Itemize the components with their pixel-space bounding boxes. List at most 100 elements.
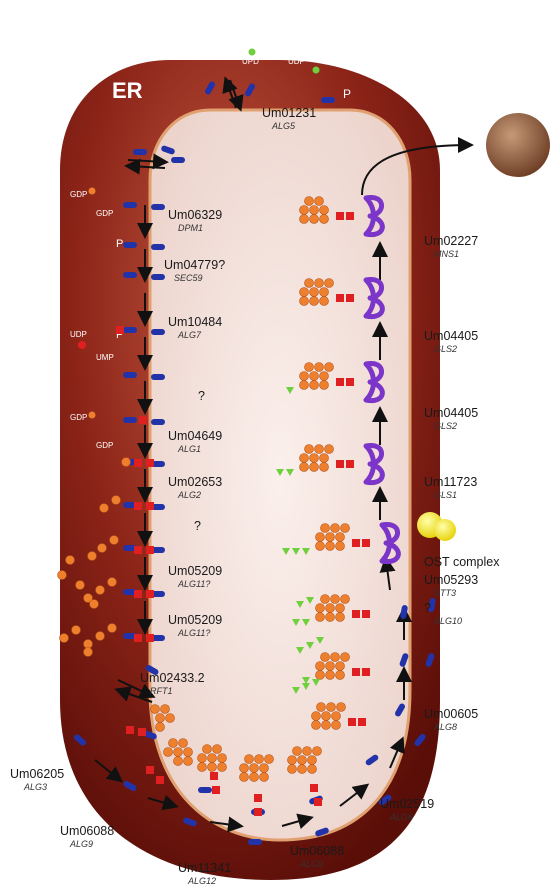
mannose-icon xyxy=(288,765,297,774)
glcnac-icon xyxy=(336,294,344,302)
dolichol-carrier xyxy=(151,204,165,210)
mannose-icon xyxy=(179,739,188,748)
mannose-icon xyxy=(322,712,331,721)
gene-name-label: MNS1 xyxy=(434,249,459,259)
mannose-icon xyxy=(316,671,325,680)
mannose-icon xyxy=(320,381,329,390)
mannose-icon xyxy=(326,533,335,542)
dolichol-carrier xyxy=(123,202,137,208)
mannose-icon xyxy=(203,745,212,754)
mannose-icon xyxy=(320,288,329,297)
glcnac-icon xyxy=(346,460,354,468)
glcnac-icon xyxy=(310,784,318,792)
mannose-icon xyxy=(58,571,67,580)
mannose-icon xyxy=(260,773,269,782)
mannose-icon xyxy=(331,595,340,604)
mannose-icon xyxy=(72,626,81,635)
mannose-icon xyxy=(321,595,330,604)
mannose-icon xyxy=(331,653,340,662)
glucose-icon xyxy=(249,49,256,56)
gene-name-label: STT3 xyxy=(434,588,456,598)
glcnac-icon xyxy=(138,728,146,736)
mannose-icon xyxy=(184,748,193,757)
mannose-icon xyxy=(320,454,329,463)
glcnac-icon xyxy=(346,294,354,302)
glcnac-icon xyxy=(146,502,154,510)
glcnac-icon xyxy=(352,668,360,676)
mannose-icon xyxy=(315,197,324,206)
gene-name-label: GLS1 xyxy=(434,490,457,500)
dolichol-carrier xyxy=(151,244,165,250)
dolichol-carrier xyxy=(123,272,137,278)
mannose-icon xyxy=(327,703,336,712)
nucleotide-label: UPD xyxy=(242,57,259,66)
mannose-icon xyxy=(320,463,329,472)
glcnac-icon xyxy=(134,634,142,642)
glcnac-icon xyxy=(314,798,322,806)
mannose-icon xyxy=(326,542,335,551)
mannose-icon xyxy=(316,662,325,671)
nucleotide-label: UDP xyxy=(288,57,305,66)
er-label: ER xyxy=(112,78,143,103)
mannose-icon xyxy=(315,279,324,288)
glcnac-icon xyxy=(146,590,154,598)
gene-name-label: GLS2 xyxy=(434,421,457,431)
gene-id-label: Um01231 xyxy=(262,106,316,120)
phosphate-label: P xyxy=(343,87,351,101)
dolichol-carrier xyxy=(171,157,185,163)
mannose-icon xyxy=(60,634,69,643)
mannose-icon xyxy=(320,297,329,306)
mannose-icon xyxy=(89,188,96,195)
gene-id-label: ? xyxy=(424,601,431,615)
nucleotide-label: GDP xyxy=(96,209,113,218)
mannose-icon xyxy=(84,640,93,649)
gene-id-label: Um02433.2 xyxy=(140,671,205,685)
mannose-icon xyxy=(336,533,345,542)
mannose-icon xyxy=(66,556,75,565)
mannose-icon xyxy=(298,765,307,774)
mannose-icon xyxy=(336,671,345,680)
glcnac-icon xyxy=(362,610,370,618)
glcnac-icon xyxy=(254,794,262,802)
mannose-icon xyxy=(108,578,117,587)
mannose-icon xyxy=(310,381,319,390)
glcnac-icon xyxy=(336,212,344,220)
mannose-icon xyxy=(89,412,96,419)
gene-name-label: ALG3 xyxy=(23,782,47,792)
nucleotide-label: GDP xyxy=(70,413,87,422)
mannose-icon xyxy=(341,524,350,533)
dolichol-carrier xyxy=(123,372,137,378)
glcnac-icon xyxy=(134,502,142,510)
mannose-icon xyxy=(313,747,322,756)
gene-id-label: Um00605 xyxy=(424,707,478,721)
gene-name-label: ALG9 xyxy=(69,839,93,849)
mannose-icon xyxy=(76,581,85,590)
mannose-icon xyxy=(308,756,317,765)
mannose-icon xyxy=(326,604,335,613)
mannose-icon xyxy=(310,206,319,215)
mannose-icon xyxy=(288,756,297,765)
glcnac-icon xyxy=(134,459,142,467)
mannose-icon xyxy=(84,648,93,657)
mannose-icon xyxy=(310,454,319,463)
mannose-icon xyxy=(316,542,325,551)
mannose-icon xyxy=(336,613,345,622)
mannose-icon xyxy=(325,445,334,454)
mannose-icon xyxy=(198,763,207,772)
nucleotide-label: UMP xyxy=(96,353,114,362)
glcnac-icon xyxy=(116,326,124,334)
gene-name-label: ALG1 xyxy=(177,444,201,454)
mannose-icon xyxy=(308,765,317,774)
mannose-icon xyxy=(300,463,309,472)
mannose-icon xyxy=(326,671,335,680)
mannose-icon xyxy=(300,372,309,381)
gene-name-label: GLS2 xyxy=(434,344,457,354)
secretory-vesicle xyxy=(486,113,550,177)
mannose-icon xyxy=(300,454,309,463)
mannose-icon xyxy=(336,604,345,613)
gene-id-label: OST complex xyxy=(424,555,500,569)
mannose-icon xyxy=(312,721,321,730)
mannose-icon xyxy=(164,748,173,757)
mannose-icon xyxy=(337,703,346,712)
